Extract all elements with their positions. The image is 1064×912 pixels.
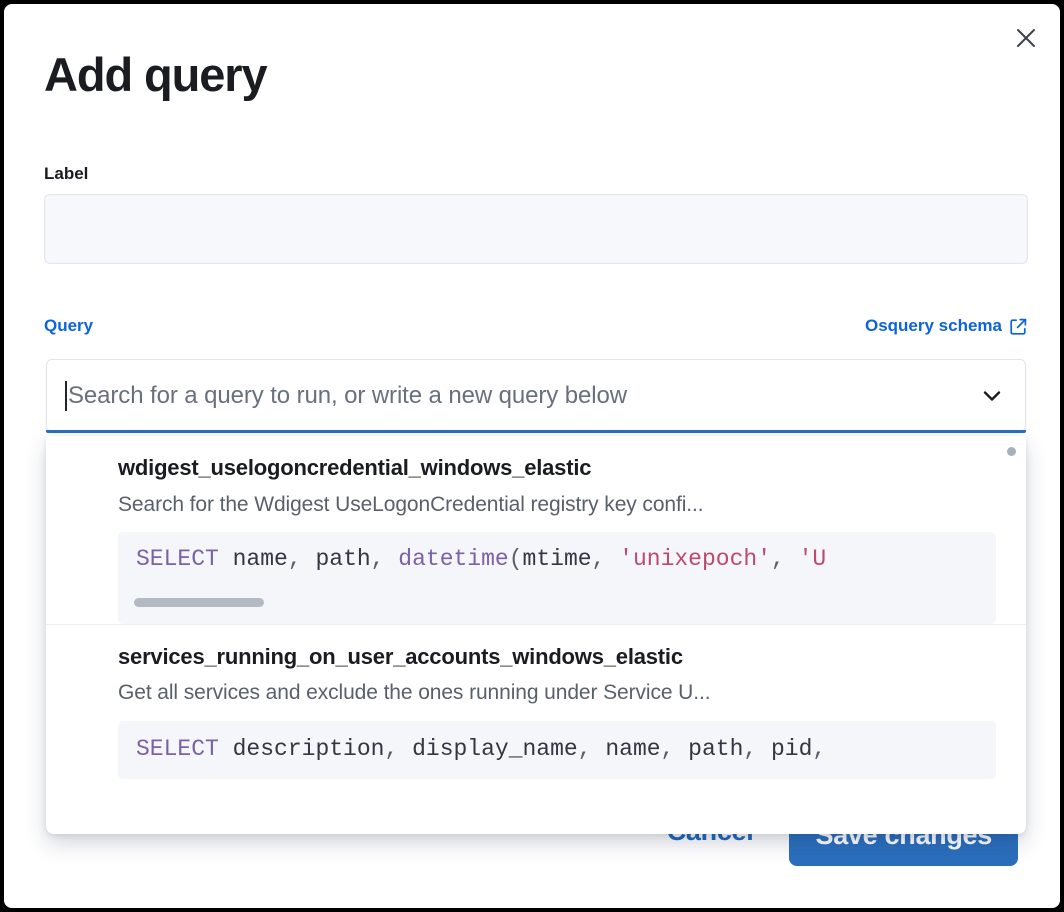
- list-item[interactable]: services_running_on_user_accounts_window…: [46, 623, 1026, 779]
- sql-code-line: SELECT name, path, datetime(mtime, 'unix…: [136, 545, 827, 572]
- page-title: Add query: [44, 48, 268, 101]
- list-item-description: Get all services and exclude the ones ru…: [118, 681, 711, 705]
- list-item-description: Search for the Wdigest UseLogonCredentia…: [118, 492, 704, 516]
- list-item-title: wdigest_uselogoncredential_windows_elast…: [118, 455, 592, 480]
- close-button[interactable]: [1004, 16, 1048, 60]
- combobox-focus-underline: [46, 430, 1026, 433]
- label-field-label: Label: [44, 164, 89, 183]
- sql-code-line: SELECT description, display_name, name, …: [136, 735, 827, 762]
- dropdown-scrollbar-thumb[interactable]: [1007, 447, 1016, 456]
- query-dropdown-panel[interactable]: wdigest_uselogoncredential_windows_elast…: [46, 436, 1026, 834]
- query-combobox-placeholder: Search for a query to run, or write a ne…: [68, 381, 627, 409]
- query-combobox[interactable]: Search for a query to run, or write a ne…: [46, 359, 1026, 432]
- list-item-code-block: SELECT description, display_name, name, …: [118, 720, 996, 779]
- label-input[interactable]: [44, 194, 1028, 264]
- list-item[interactable]: wdigest_uselogoncredential_windows_elast…: [46, 436, 1026, 624]
- query-combobox-input-wrap[interactable]: Search for a query to run, or write a ne…: [65, 360, 975, 431]
- query-field-header: Query Osquery schema: [44, 316, 1028, 336]
- chevron-down-icon[interactable]: [975, 379, 1009, 413]
- osquery-schema-link-label: Osquery schema: [864, 316, 1002, 335]
- list-item-code-block: SELECT name, path, datetime(mtime, 'unix…: [118, 531, 996, 624]
- external-link-icon: [1009, 317, 1028, 336]
- code-horizontal-scrollbar[interactable]: [134, 597, 264, 607]
- list-item-title: services_running_on_user_accounts_window…: [118, 643, 683, 669]
- add-query-modal: Add query Label Query Osquery schema Sea…: [4, 4, 1060, 908]
- label-field-group: Label: [44, 164, 1028, 264]
- close-icon: [1013, 25, 1039, 51]
- osquery-schema-link[interactable]: Osquery schema: [865, 316, 1028, 336]
- query-field-label: Query: [44, 316, 94, 335]
- text-caret: [65, 380, 67, 411]
